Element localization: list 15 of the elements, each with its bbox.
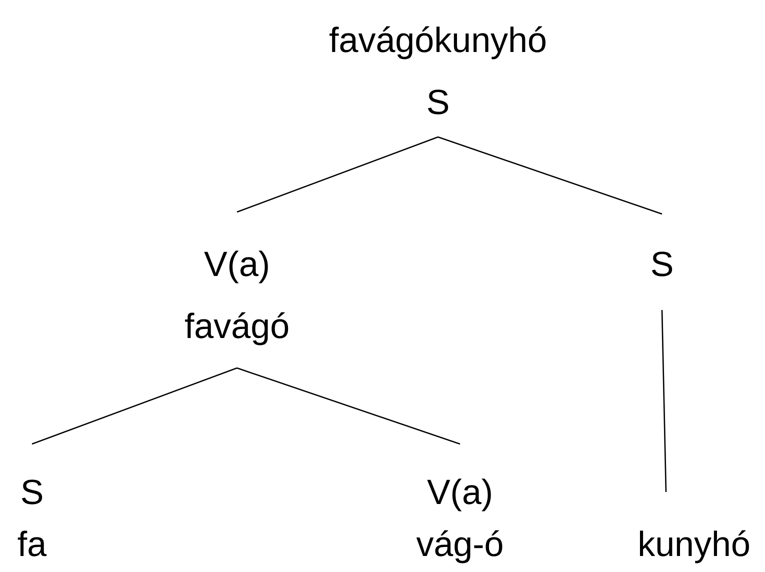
tree-branch-line	[661, 310, 667, 492]
tree-label: S	[425, 82, 451, 124]
tree-label: S	[19, 472, 45, 514]
tree-branch-line	[236, 367, 460, 445]
tree-branch-line	[32, 367, 238, 445]
tree-branch-line	[438, 136, 662, 215]
tree-branch-line	[236, 136, 438, 213]
tree-label: V(a)	[202, 244, 272, 286]
tree-label: V(a)	[426, 472, 494, 514]
tree-label: favágókunyhó	[329, 20, 547, 62]
tree-label: kunyhó	[638, 524, 750, 566]
tree-label: S	[650, 244, 674, 286]
tree-label: vág-ó	[416, 524, 504, 566]
tree-label: fa	[17, 524, 47, 566]
tree-label: favágó	[184, 306, 290, 348]
